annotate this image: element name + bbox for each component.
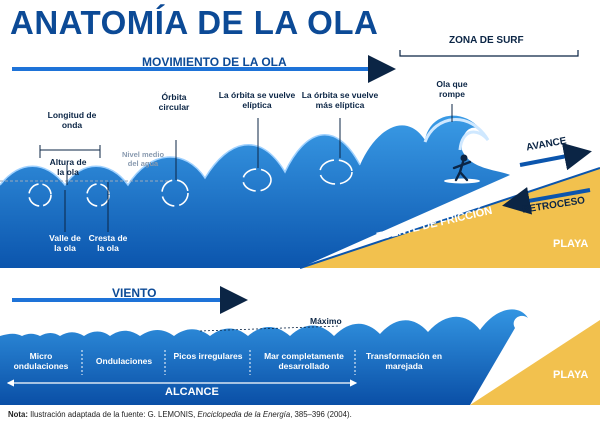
note-source-title: Enciclopedia de la Energía [197,410,291,419]
foam-line [0,134,361,187]
note-text: Ilustración adaptada de la fuente: G. LE… [30,410,196,419]
stage-ripples: Ondulaciones [95,356,153,366]
still-water-label: Nivel medio del agua [121,150,165,168]
note-label: Nota: [8,410,28,419]
stage-micro-ripples: Micro ondulaciones [13,351,69,371]
wavelength-label: Longitud de onda [47,110,97,130]
surf-zone-bracket [399,50,579,57]
wave-height-label: Altura de la ola [49,157,87,177]
note-source-rest: , 385–396 (2004). [290,410,352,419]
stage-irregular-peaks: Picos irregulares [173,351,243,361]
surf-zone-label: ZONA DE SURF [449,35,524,46]
stage-swell-transformation: Transformación en marejada [365,351,443,371]
wind-label: VIENTO [112,286,157,300]
backwash-arrow [502,186,591,215]
circular-orbit-label: Órbita circular [158,92,190,112]
page-title: ANATOMÍA DE LA OLA [10,4,379,41]
trough-label: Valle de la ola [49,233,81,253]
surfer-icon [444,154,480,184]
beach-label-bottom: PLAYA [553,369,589,381]
maximum-label: Máximo [310,316,342,326]
beach-label-top: PLAYA [553,238,589,250]
beach-sand-bottom [470,320,600,405]
sea-top [0,115,510,268]
source-note: Nota: Ilustración adaptada de la fuente:… [8,410,352,419]
friction-band [299,167,600,269]
maximum-line [199,325,341,332]
more-elliptical-orbit-label: La órbita se vuelve más elíptica [301,90,379,110]
advance-arrow [519,142,592,171]
elliptical-orbit-label: La órbita se vuelve elíptica [218,90,296,110]
orbit-circles [28,159,353,207]
fetch-label: ALCANCE [165,386,219,398]
wave-movement-label: MOVIMIENTO DE LA OLA [142,55,287,69]
breaking-wave-label: Ola que rompe [436,79,468,99]
stage-fully-developed-sea: Mar completamente desarrollado [264,351,344,371]
breaking-lip [423,118,490,151]
crest-label: Cresta de la ola [88,233,128,253]
